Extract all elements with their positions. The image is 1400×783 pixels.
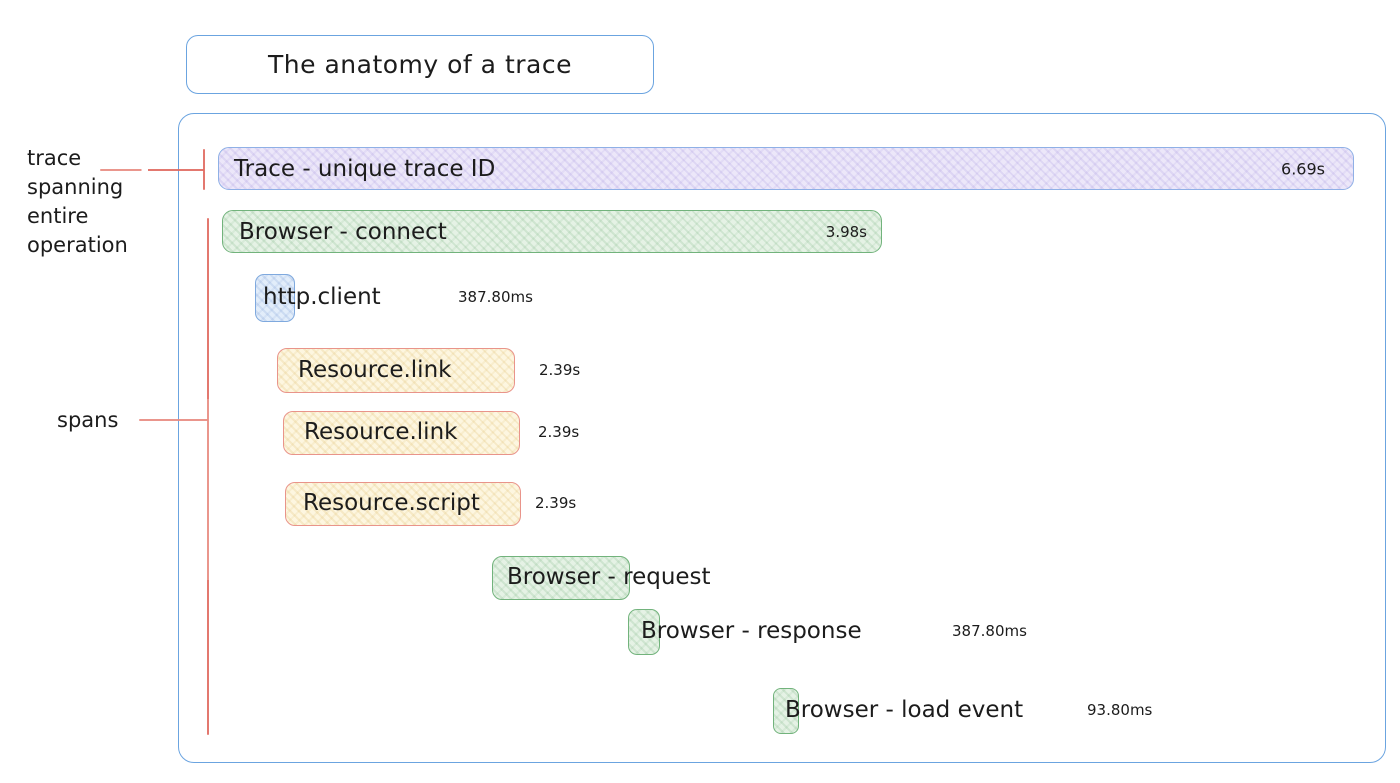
span-label: Resource.link	[298, 356, 452, 383]
title-box: The anatomy of a trace	[186, 35, 654, 94]
span-browser-load-event: Browser - load event 93.80ms	[773, 688, 1173, 734]
span-label: Browser - response	[641, 618, 862, 644]
span-box	[285, 482, 521, 526]
span-label: Trace - unique trace ID	[234, 155, 496, 182]
diagram-title: The anatomy of a trace	[268, 50, 572, 79]
span-box	[492, 556, 630, 600]
span-label: Resource.script	[303, 490, 480, 516]
span-duration: 93.80ms	[1087, 701, 1153, 719]
span-trace: Trace - unique trace ID 6.69s	[218, 147, 1354, 190]
spans-pointer-line	[139, 419, 208, 421]
spans-bracket-line	[207, 218, 209, 735]
span-label: Browser - connect	[239, 218, 447, 245]
span-duration: 387.80ms	[952, 622, 1027, 640]
span-resource-link-2: Resource.link 2.39s	[283, 411, 623, 455]
span-label: Browser - load event	[785, 697, 1024, 723]
trace-pointer-tick	[203, 149, 205, 190]
span-label: Resource.link	[304, 419, 458, 445]
trace-pointer-line	[100, 169, 204, 171]
span-box	[628, 609, 660, 655]
span-duration: 387.80ms	[458, 288, 533, 306]
span-duration: 2.39s	[539, 360, 581, 379]
span-browser-request: Browser - request	[492, 556, 792, 600]
span-duration: 2.39s	[535, 494, 577, 512]
span-browser-response: Browser - response 387.80ms	[628, 609, 1048, 655]
span-resource-link-1: Resource.link 2.39s	[277, 348, 617, 393]
span-label: http.client	[263, 284, 381, 310]
span-http-client: http.client 387.80ms	[255, 274, 675, 322]
span-box	[773, 688, 799, 734]
span-duration: 2.39s	[538, 423, 580, 441]
span-box	[277, 348, 515, 393]
span-resource-script: Resource.script 2.39s	[285, 482, 625, 526]
span-label: Browser - request	[507, 564, 711, 590]
span-duration: 3.98s	[825, 222, 867, 241]
span-box	[255, 274, 295, 322]
trace-container-frame	[178, 113, 1386, 763]
spans-annotation: spans	[57, 408, 119, 432]
span-duration: 6.69s	[1281, 159, 1325, 178]
trace-annotation: trace spanning entire operation	[27, 146, 128, 257]
span-box	[283, 411, 520, 455]
span-browser-connect: Browser - connect 3.98s	[222, 210, 882, 253]
